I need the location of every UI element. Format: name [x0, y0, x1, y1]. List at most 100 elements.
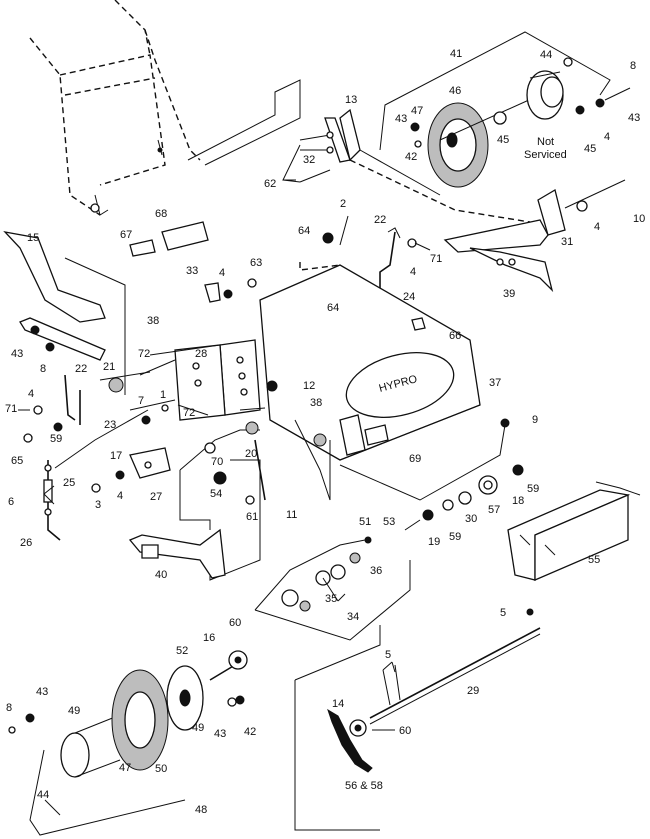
callout-55: 55 [588, 554, 600, 566]
callout-41: 41 [450, 48, 462, 60]
callout-11: 11 [286, 509, 297, 521]
callout-8: 8 [630, 60, 636, 72]
callout-69: 69 [409, 453, 421, 465]
callout-60: 60 [399, 725, 411, 737]
callout-28: 28 [195, 348, 207, 360]
callout-5: 5 [385, 649, 391, 661]
note-line-2: Serviced [524, 149, 567, 161]
callout-62: 62 [264, 178, 276, 190]
callout-3: 3 [95, 499, 101, 511]
callout-2: 2 [340, 198, 346, 210]
callout-43: 43 [11, 348, 23, 360]
callout-37: 37 [489, 377, 501, 389]
callout-59: 59 [50, 433, 62, 445]
small-parts-left [91, 404, 209, 493]
callout-24: 24 [403, 291, 415, 303]
callout-45: 45 [584, 143, 596, 155]
callout-19: 19 [428, 536, 440, 548]
callout-64: 64 [327, 302, 339, 314]
callout-32: 32 [303, 154, 315, 166]
center-pivot-parts [254, 536, 411, 641]
callout-6: 6 [8, 496, 14, 508]
callout-43: 43 [395, 113, 407, 125]
callout-27: 27 [150, 491, 162, 503]
callout-49: 49 [192, 722, 204, 734]
callout-56-58: 56 & 58 [345, 780, 383, 792]
callout-68: 68 [155, 208, 167, 220]
callout-39: 39 [503, 288, 515, 300]
mower-deck: HYPRO [259, 262, 481, 501]
callout-49: 49 [68, 705, 80, 717]
callout-14: 14 [332, 698, 344, 710]
callout-21: 21 [103, 361, 115, 373]
callout-16: 16 [203, 632, 215, 644]
callout-43: 43 [214, 728, 226, 740]
callout-4: 4 [604, 131, 610, 143]
callout-9: 9 [532, 414, 538, 426]
callout-46: 46 [449, 85, 461, 97]
callout-15: 15 [27, 232, 39, 244]
callout-54: 54 [210, 488, 222, 500]
lever-33 [204, 278, 257, 303]
callout-42: 42 [405, 151, 417, 163]
right-wheel-assembly [379, 31, 631, 188]
callout-12: 12 [303, 380, 315, 392]
callout-44: 44 [37, 789, 49, 801]
callout-17: 17 [110, 450, 122, 462]
callout-53: 53 [383, 516, 395, 528]
height-linkage [179, 380, 278, 581]
callout-7: 7 [138, 395, 144, 407]
callout-43: 43 [628, 112, 640, 124]
callout-66: 66 [449, 330, 461, 342]
callout-61: 61 [246, 511, 258, 523]
callout-4: 4 [28, 388, 34, 400]
callout-31: 31 [561, 236, 573, 248]
callout-35: 35 [325, 593, 337, 605]
callout-4: 4 [594, 221, 600, 233]
callout-59: 59 [527, 483, 539, 495]
not-serviced-note: Not Serviced [524, 136, 567, 161]
upper-bracket-assembly [187, 79, 531, 223]
callout-64: 64 [298, 225, 310, 237]
callout-8: 8 [6, 702, 12, 714]
callout-1: 1 [160, 389, 166, 401]
callout-30: 30 [465, 513, 477, 525]
grass-guard [507, 481, 641, 581]
callout-25: 25 [63, 477, 75, 489]
callout-44: 44 [540, 49, 552, 61]
callout-33: 33 [186, 265, 198, 277]
callout-48: 48 [195, 804, 207, 816]
height-plate [294, 625, 395, 831]
callout-72: 72 [183, 407, 195, 419]
callout-71: 71 [430, 253, 442, 265]
callout-40: 40 [155, 569, 167, 581]
callout-65: 65 [11, 455, 23, 467]
callout-22: 22 [374, 214, 386, 226]
note-line-1: Not [537, 136, 554, 148]
right-linkage [443, 179, 626, 293]
decals [129, 221, 209, 257]
callout-13: 13 [345, 94, 357, 106]
callout-47: 47 [119, 762, 131, 774]
callout-42: 42 [244, 726, 256, 738]
callout-22: 22 [75, 363, 87, 375]
callout-29: 29 [467, 685, 479, 697]
callout-47: 47 [411, 105, 423, 117]
callout-36: 36 [370, 565, 382, 577]
callout-34: 34 [347, 611, 359, 623]
callout-38: 38 [147, 315, 159, 327]
rear-axle-bracket [128, 528, 226, 579]
left-wheel-assembly [8, 650, 248, 836]
callout-52: 52 [176, 645, 188, 657]
callout-60: 60 [229, 617, 241, 629]
callout-63: 63 [250, 257, 262, 269]
callout-67: 67 [120, 229, 132, 241]
callout-59: 59 [449, 531, 461, 543]
callout-5: 5 [500, 607, 506, 619]
lift-rod [369, 608, 541, 725]
left-handle-parts [3, 231, 151, 443]
right-shaft-parts [339, 418, 524, 531]
callout-4: 4 [117, 490, 123, 502]
callout-71: 71 [5, 403, 17, 415]
